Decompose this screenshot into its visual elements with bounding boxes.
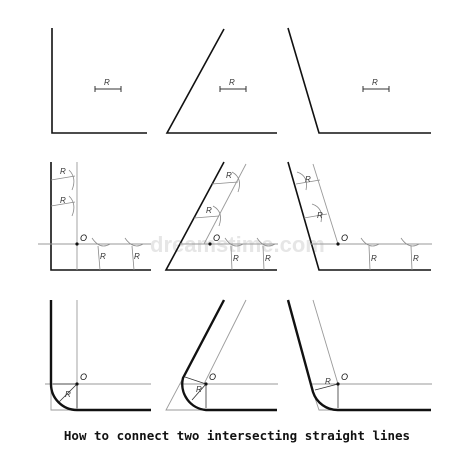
center-label: O xyxy=(80,233,87,243)
result-right-angle: O R xyxy=(45,300,151,412)
row-result: O R O R xyxy=(45,299,432,412)
result-obtuse-angle: O R xyxy=(286,299,432,412)
fillet-contour xyxy=(286,299,431,412)
radius-label: R xyxy=(226,171,232,180)
line-pair-acute xyxy=(165,28,277,134)
radius-arrows xyxy=(184,376,207,408)
radius-label: R xyxy=(100,252,106,261)
row-construction: O R R R R O xyxy=(38,161,432,271)
radius-label: R xyxy=(372,78,378,87)
center-label: O xyxy=(209,372,216,382)
radius-label: R xyxy=(60,167,66,176)
construction-right-angle: O R R R R xyxy=(38,162,151,271)
line-pair-acute xyxy=(164,161,277,271)
fillet-contour xyxy=(49,300,151,412)
line-pair-obtuse xyxy=(287,161,431,271)
row-given-lines: R R R xyxy=(51,27,431,134)
radius-label: R xyxy=(233,254,239,263)
radius-label: R xyxy=(65,390,71,399)
center-point xyxy=(336,242,340,246)
given-obtuse-angle: R xyxy=(287,27,431,134)
radius-measures xyxy=(50,175,135,271)
line-pair-right xyxy=(51,28,147,134)
radius-label: R xyxy=(265,254,271,263)
radius-label: R xyxy=(60,196,66,205)
given-acute-angle: R xyxy=(165,28,277,134)
center-point xyxy=(75,382,79,386)
radius-label: R xyxy=(371,254,377,263)
radius-measures xyxy=(295,179,413,271)
line-pair-obtuse xyxy=(287,27,431,134)
radius-scale xyxy=(219,86,247,92)
construction-obtuse-angle: O R R R R xyxy=(287,161,432,271)
construction-acute-angle: O R R R R xyxy=(164,161,278,271)
center-point xyxy=(75,242,79,246)
auxiliary-arcs xyxy=(212,171,276,247)
radius-label: R xyxy=(206,206,212,215)
center-label: O xyxy=(341,233,348,243)
radius-measures xyxy=(193,181,265,271)
radius-label: R xyxy=(196,385,202,394)
parallel-line xyxy=(312,299,339,385)
auxiliary-arcs xyxy=(68,169,144,247)
radius-label: R xyxy=(317,211,323,220)
radius-label: R xyxy=(229,78,235,87)
center-point xyxy=(204,382,208,386)
radius-scale xyxy=(362,86,390,92)
center-point xyxy=(208,242,212,246)
center-label: O xyxy=(80,372,87,382)
radius-arrows xyxy=(53,383,78,408)
given-right-angle: R xyxy=(51,28,147,134)
radius-label: R xyxy=(305,175,311,184)
auxiliary-arcs xyxy=(296,171,420,247)
parallel-line xyxy=(312,163,339,245)
original-corner xyxy=(50,384,77,411)
caption: How to connect two intersecting straight… xyxy=(63,428,411,443)
radius-label: R xyxy=(413,254,419,263)
line-pair-right xyxy=(50,162,151,271)
radius-scale xyxy=(94,86,122,92)
center-label: O xyxy=(213,233,220,243)
parallel-line xyxy=(203,163,247,245)
parallel-line xyxy=(203,299,247,385)
original-corner xyxy=(165,377,206,411)
fillet-contour xyxy=(181,299,277,412)
center-point xyxy=(336,382,340,386)
radius-label: R xyxy=(325,377,331,386)
result-acute-angle: O R xyxy=(165,299,278,412)
center-label: O xyxy=(341,372,348,382)
radius-label: R xyxy=(134,252,140,261)
radius-arrows xyxy=(314,383,339,408)
radius-label: R xyxy=(104,78,110,87)
